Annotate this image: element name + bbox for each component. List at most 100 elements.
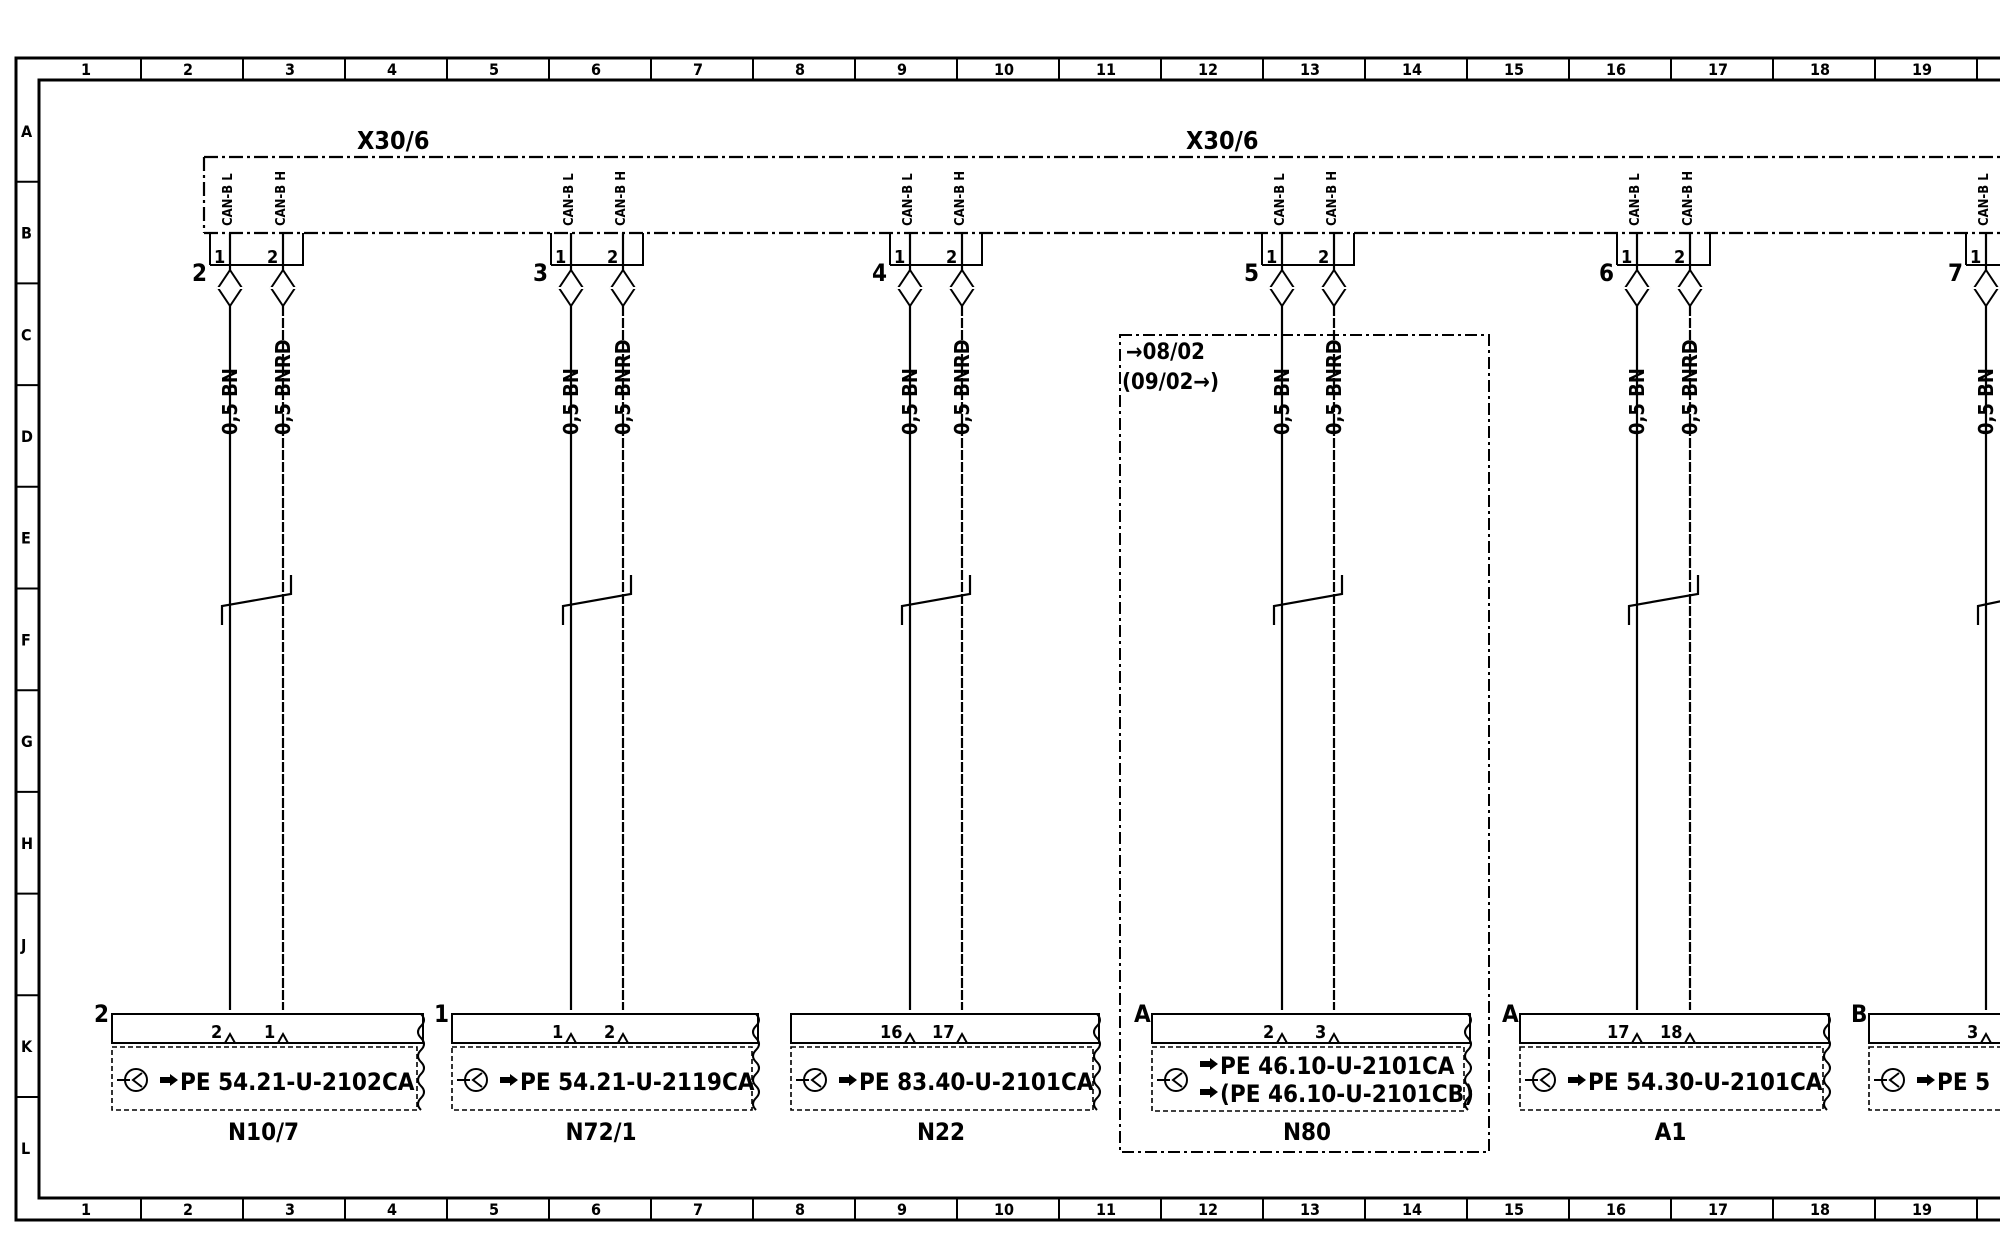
wire-break-icon — [1823, 1013, 1831, 1111]
connector-number: 5 — [1244, 259, 1259, 287]
pin-signal-label: CAN-B L — [562, 173, 577, 226]
component-connector — [1868, 1013, 2000, 1044]
wire-break-icon — [900, 575, 972, 625]
connector-housing — [1261, 233, 1355, 266]
grid-column-label: 2 — [183, 60, 193, 79]
wire-label: 0,5 BNRD — [611, 339, 635, 435]
grid-column-label: 7 — [693, 60, 703, 79]
grid-column-label: 17 — [1708, 1200, 1728, 1219]
grid-row-label: K — [21, 1037, 33, 1056]
component-reference: PE 54.30-U-2101CA — [1588, 1068, 1823, 1096]
component-pin-number: 1 — [264, 1022, 275, 1043]
component-body — [451, 1046, 753, 1111]
component-body — [790, 1046, 1094, 1111]
component-connector — [1151, 1013, 1471, 1044]
pin-signal-label: CAN-B H — [614, 171, 629, 226]
wire-break-icon — [752, 1013, 760, 1111]
grid-column-label: 14 — [1402, 1200, 1422, 1219]
grid-row-label: E — [21, 529, 31, 548]
grid-column-label: 17 — [1708, 60, 1728, 79]
component-connector — [111, 1013, 424, 1044]
grid-column-label: 11 — [1096, 60, 1116, 79]
ground-symbol-icon — [117, 1072, 143, 1088]
validity-start: →08/02 — [1126, 340, 1205, 365]
grid-row-label: F — [21, 630, 31, 649]
ground-symbol-icon — [457, 1072, 483, 1088]
pin-signal-label: CAN-B H — [1325, 171, 1340, 226]
pin-arrow — [616, 1031, 630, 1044]
wire-label: 0,5 BN — [218, 368, 242, 435]
grid-row-label: L — [21, 1139, 30, 1158]
grid-column-label: 3 — [285, 60, 295, 79]
pin-signal-label: CAN-B H — [1681, 171, 1696, 226]
wire-break-icon — [417, 1013, 425, 1111]
grid-column-label: 19 — [1912, 1200, 1932, 1219]
validity-end: (09/02→) — [1122, 370, 1219, 395]
grid-column-label: 10 — [994, 1200, 1014, 1219]
component-name: N72/1 — [565, 1118, 636, 1146]
pin-number: 1 — [214, 247, 225, 268]
wire-label: 0,5 BNRD — [1678, 339, 1702, 435]
grid-column-label: 18 — [1810, 1200, 1830, 1219]
grid-column-label: 4 — [387, 60, 397, 79]
grid-column-label: 15 — [1504, 1200, 1524, 1219]
connector-number: 7 — [1948, 259, 1963, 287]
grid-column-label: 12 — [1198, 60, 1218, 79]
grid-row-label: G — [21, 732, 33, 751]
ground-symbol-icon — [1874, 1072, 1900, 1088]
component-body — [1868, 1046, 2000, 1111]
component-connector — [1519, 1013, 1830, 1044]
connector-number: 4 — [872, 259, 887, 287]
bus-label: X30/6 — [1186, 126, 1259, 155]
pin-arrow — [276, 1031, 290, 1044]
pin-signal-label: CAN-B L — [1273, 173, 1288, 226]
connector-number: 2 — [192, 259, 207, 287]
connector-number: 6 — [1599, 259, 1614, 287]
pin-arrow — [1683, 1031, 1697, 1044]
finger-pointer-icon — [500, 1074, 518, 1086]
component-connector-label: A — [1134, 1000, 1151, 1028]
component-pin-number: 16 — [880, 1022, 903, 1043]
pin-arrow — [955, 1031, 969, 1044]
pin-arrow — [223, 1031, 237, 1044]
grid-column-label: 19 — [1912, 60, 1932, 79]
pin-arrow — [1327, 1031, 1341, 1044]
pin-arrow — [564, 1031, 578, 1044]
grid-column-label: 7 — [693, 1200, 703, 1219]
grid-column-label: 5 — [489, 1200, 499, 1219]
grid-column-label: 6 — [591, 1200, 601, 1219]
component-pin-number: 1 — [552, 1022, 563, 1043]
pin-number: 2 — [1674, 247, 1685, 268]
component-body — [1151, 1046, 1465, 1112]
wire-break-icon — [1272, 575, 1344, 625]
connector-housing — [1965, 233, 2000, 266]
finger-pointer-icon — [1200, 1058, 1218, 1070]
grid-column-label: 9 — [897, 60, 907, 79]
component-pin-number: 17 — [1607, 1022, 1630, 1043]
grid-column-label: 12 — [1198, 1200, 1218, 1219]
component-pin-number: 2 — [1263, 1022, 1274, 1043]
wire-label: 0,5 BN — [1625, 368, 1649, 435]
component-reference: PE 54.21-U-2102CA — [180, 1068, 415, 1096]
component-name: A1 — [1655, 1118, 1687, 1146]
grid-column-label: 4 — [387, 1200, 397, 1219]
pin-signal-label: CAN-B L — [901, 173, 916, 226]
pin-signal-label: CAN-B L — [221, 173, 236, 226]
ground-symbol-icon — [796, 1072, 822, 1088]
pin-arrow — [1275, 1031, 1289, 1044]
grid-column-label: 1 — [81, 1200, 91, 1219]
pin-number: 1 — [1266, 247, 1277, 268]
